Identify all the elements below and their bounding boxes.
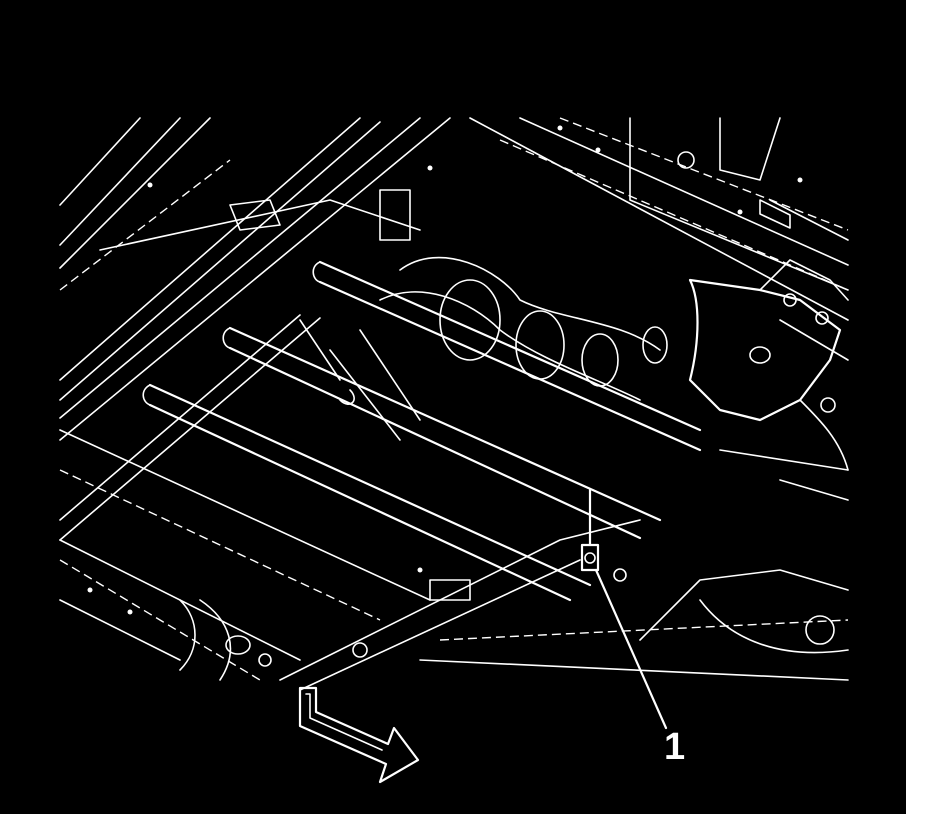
right-mount-bracket	[688, 259, 849, 471]
transmission-assembly	[299, 256, 668, 441]
fastener-bolt	[580, 488, 600, 572]
front-direction-arrow-icon	[298, 686, 420, 784]
lower-floor-structure	[59, 429, 849, 691]
diagram-frame	[0, 0, 906, 814]
left-frame-rail	[59, 117, 451, 541]
page-margin	[906, 0, 928, 814]
callout-leader-line	[594, 568, 668, 730]
cross-members	[142, 260, 702, 602]
vehicle-underbody-drawing	[59, 117, 849, 784]
callout-label-1: 1	[664, 726, 686, 768]
upper-body-structure	[59, 117, 849, 321]
